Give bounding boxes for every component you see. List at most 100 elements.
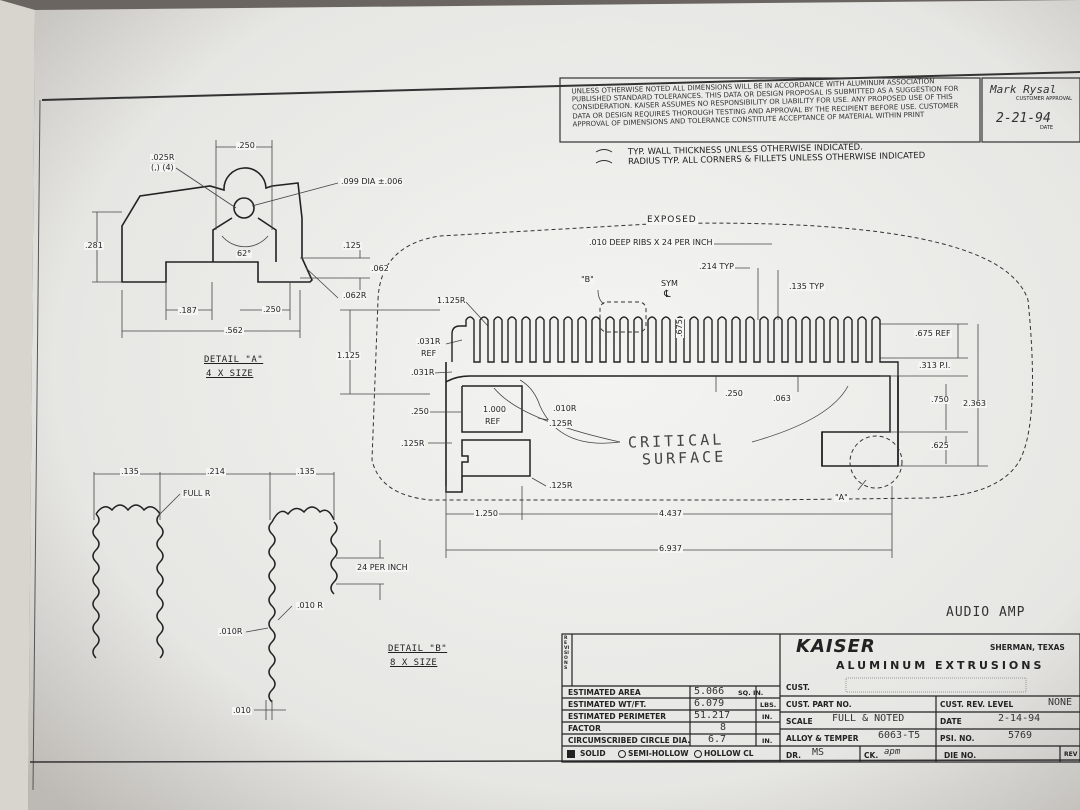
alloy-label: ALLOY & TEMPER [786, 734, 859, 743]
exposed-envelope [371, 222, 1033, 501]
detail-a-dim-62-deg: 62° [236, 249, 253, 258]
circumscribed-value: 6.7 [708, 734, 727, 745]
date-value: 2-14-94 [998, 713, 1041, 724]
alloy-value: 6063-T5 [878, 730, 921, 741]
exposed-label: EXPOSED [646, 215, 698, 225]
est-perimeter-value: 51.217 [694, 710, 731, 721]
psi-label: PSI. NO. [940, 734, 975, 743]
dim-135-typ: .135 TYP [788, 282, 825, 291]
detail-a-dim-250-bottom: .250 [262, 305, 282, 314]
est-perimeter-label: ESTIMATED PERIMETER [568, 712, 666, 721]
circumscribed-label: CIRCUMSCRIBED CIRCLE DIA. [568, 736, 691, 745]
detail-b-scale: 8 X SIZE [390, 658, 438, 668]
dim-1000: 1.000 [482, 405, 507, 414]
est-wt-value: 6.079 [694, 698, 725, 709]
dim-010r: .010R [552, 404, 578, 413]
solid-option[interactable]: SOLID [580, 749, 606, 758]
detail-a-scale: 4 X SIZE [206, 369, 254, 379]
dim-4437: 4.437 [658, 509, 683, 518]
detail-b-dim-010r-a: .010 R [296, 601, 324, 610]
dim-625: .625 [930, 441, 950, 450]
company-name: KAISER [796, 636, 876, 657]
ribs-note: .010 DEEP RIBS X 24 PER INCH [588, 238, 714, 247]
drawn-by-value: MS [812, 747, 825, 758]
dim-031r: .031R [410, 368, 436, 377]
detail-b-title: DETAIL "B" [388, 644, 448, 654]
est-area-label: ESTIMATED AREA [568, 688, 641, 697]
est-wt-unit: LBS. [760, 701, 777, 709]
detail-a-dim-099-dia: .099 DIA ±.006 [340, 177, 404, 186]
detail-a-title: DETAIL "A" [204, 355, 264, 365]
est-wt-label: ESTIMATED WT/FT. [568, 700, 647, 709]
detail-a-dim-281: .281 [84, 241, 104, 250]
rev-label: REV [1064, 751, 1078, 758]
dim-6937: 6.937 [658, 544, 683, 553]
dim-125r-a: .125R [548, 419, 574, 428]
hollow-option[interactable]: HOLLOW CL [704, 749, 754, 758]
factor-label: FACTOR [568, 724, 601, 733]
dim-214-typ: .214 TYP [698, 262, 735, 271]
detail-a-dim-562: .562 [224, 326, 244, 335]
part-name: AUDIO AMP [946, 605, 1026, 620]
drawn-by-label: DR. [786, 751, 801, 760]
dim-1250: 1.250 [474, 509, 499, 518]
dim-250-b: .250 [410, 407, 430, 416]
detail-a-dim-062r: .062R [342, 291, 368, 300]
est-perimeter-unit: IN. [762, 713, 773, 721]
checked-by-value: apm [884, 747, 901, 757]
dim-2363: 2.363 [962, 399, 987, 408]
detail-b-per-inch: 24 PER INCH [356, 563, 409, 572]
revisions-label: REVISIONS [564, 636, 570, 671]
cust-part-label: CUST. PART NO. [786, 700, 852, 709]
approval-date-label: DATE [1040, 125, 1054, 131]
detail-a-dim-187: .187 [178, 306, 198, 315]
dim-125r-c: .125R [548, 481, 574, 490]
psi-value: 5769 [1008, 730, 1033, 741]
detail-b-dim-214: .214 [206, 467, 226, 476]
semi-hollow-option[interactable]: SEMI-HOLLOW [628, 749, 689, 758]
dim-750: .750 [930, 395, 950, 404]
callout-b-label: "B" [580, 275, 595, 284]
customer-approval-label: CUSTOMER APPROVAL [1016, 96, 1072, 102]
detail-a-dim-125: .125 [342, 241, 362, 250]
date-label: DATE [940, 717, 962, 726]
est-area-unit: SQ. IN. [738, 689, 764, 697]
cust-rev-value: NONE [1048, 697, 1073, 708]
detail-a-dim-025r-count: (,) (4) [150, 163, 175, 172]
callout-a-label: "A" [834, 493, 849, 502]
dim-063: .063 [772, 394, 792, 403]
critical-surface-line2: SURFACE [641, 447, 727, 469]
circumscribed-unit: IN. [762, 737, 773, 745]
detail-b-dim-135-a: .135 [120, 467, 140, 476]
rib-teeth [451, 316, 899, 376]
detail-b-left-wall [92, 504, 164, 659]
main-section-outline [445, 362, 899, 493]
detail-b-dim-010r-b: .010R [218, 627, 244, 636]
sym-label: SYM [660, 279, 679, 288]
scale-value: FULL & NOTED [832, 713, 905, 724]
factor-value: 8 [720, 722, 727, 733]
detail-a-dimlines [92, 140, 370, 338]
dim-031r-ref: .031R [416, 337, 442, 346]
company-location: SHERMAN, TEXAS [990, 643, 1065, 652]
checked-by-label: CK. [864, 751, 879, 760]
detail-b-right-wall [268, 506, 338, 703]
dim-313-pi: .313 P.I. [918, 361, 952, 370]
detail-a-dim-250-top: .250 [236, 141, 256, 150]
detail-a-dim-025r: .025R [150, 153, 176, 162]
detail-b-full-radius: FULL R [182, 489, 212, 498]
cust-label: CUST. [786, 683, 810, 692]
title-block-grid [561, 633, 1080, 763]
centerline-symbol: ℄ [664, 289, 671, 300]
scale-label: SCALE [786, 717, 813, 726]
dim-125r-b: .125R [400, 439, 426, 448]
ref-label-2: REF [484, 417, 502, 426]
cust-rev-label: CUST. REV. LEVEL [940, 700, 1014, 709]
inner-cavity [445, 375, 899, 477]
dim-675-ref: .675 REF [914, 329, 952, 338]
est-area-value: 5.066 [694, 686, 725, 697]
detail-b-dim-010: .010 [232, 706, 252, 715]
detail-a-profile [121, 167, 313, 283]
